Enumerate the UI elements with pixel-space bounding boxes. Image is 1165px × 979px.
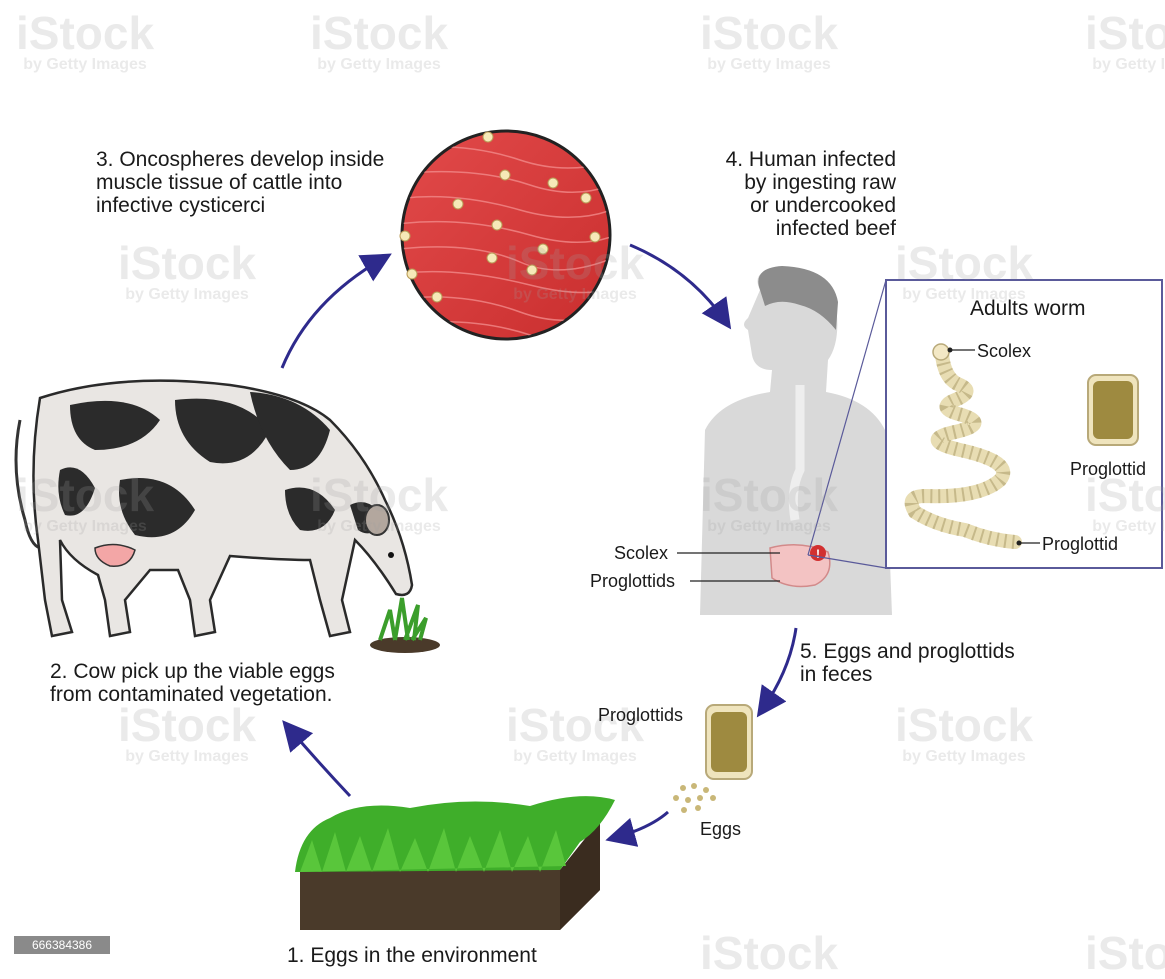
step4-line: 4. Human infected <box>700 148 896 171</box>
muscle-tissue-circle <box>390 131 640 343</box>
arrow-human-to-feces <box>762 628 796 710</box>
step1-text: 1. Eggs in the environment <box>287 944 537 967</box>
human-silhouette: ! <box>700 266 892 615</box>
inset-title: Adults worm <box>970 298 1086 320</box>
inset-scolex-label: Scolex <box>977 340 1031 362</box>
stock-id-badge: 666384386 <box>14 936 110 954</box>
arrow-soil-to-cow <box>288 727 350 796</box>
proglottids-feces-label: Proglottids <box>598 704 683 726</box>
eggs-label: Eggs <box>700 818 741 840</box>
soil-block <box>295 796 615 930</box>
step2-line: from contaminated vegetation. <box>50 683 335 706</box>
arrow-cow-to-muscle <box>282 258 384 368</box>
step5-text: 5. Eggs and proglottids in feces <box>800 640 1015 686</box>
step5-line: in feces <box>800 663 1015 686</box>
arrow-eggs-to-soil <box>614 812 668 838</box>
step4-line: by ingesting raw <box>700 171 896 194</box>
feces-proglottid <box>706 705 752 779</box>
step4-text: 4. Human infected by ingesting raw or un… <box>700 148 896 240</box>
step3-line: infective cysticerci <box>96 194 384 217</box>
step2-text: 2. Cow pick up the viable eggs from cont… <box>50 660 335 706</box>
eggs-dots <box>673 783 716 813</box>
step3-line: muscle tissue of cattle into <box>96 171 384 194</box>
inset-proglottid-tail-label: Proglottid <box>1042 533 1118 555</box>
scolex-label: Scolex <box>614 542 668 564</box>
step5-line: 5. Eggs and proglottids <box>800 640 1015 663</box>
inset-scolex-shape <box>933 344 949 360</box>
step2-line: 2. Cow pick up the viable eggs <box>50 660 335 683</box>
grass-sprig <box>370 598 440 653</box>
step3-line: 3. Oncospheres develop inside <box>96 148 384 171</box>
inset-proglottid-label: Proglottid <box>1070 458 1146 480</box>
arrow-muscle-to-human <box>630 245 726 322</box>
svg-text:!: ! <box>816 547 820 561</box>
step4-line: infected beef <box>700 217 896 240</box>
cow-illustration <box>16 381 412 636</box>
proglottids-label: Proglottids <box>590 570 675 592</box>
step4-line: or undercooked <box>700 194 896 217</box>
step3-text: 3. Oncospheres develop inside muscle tis… <box>96 148 384 217</box>
